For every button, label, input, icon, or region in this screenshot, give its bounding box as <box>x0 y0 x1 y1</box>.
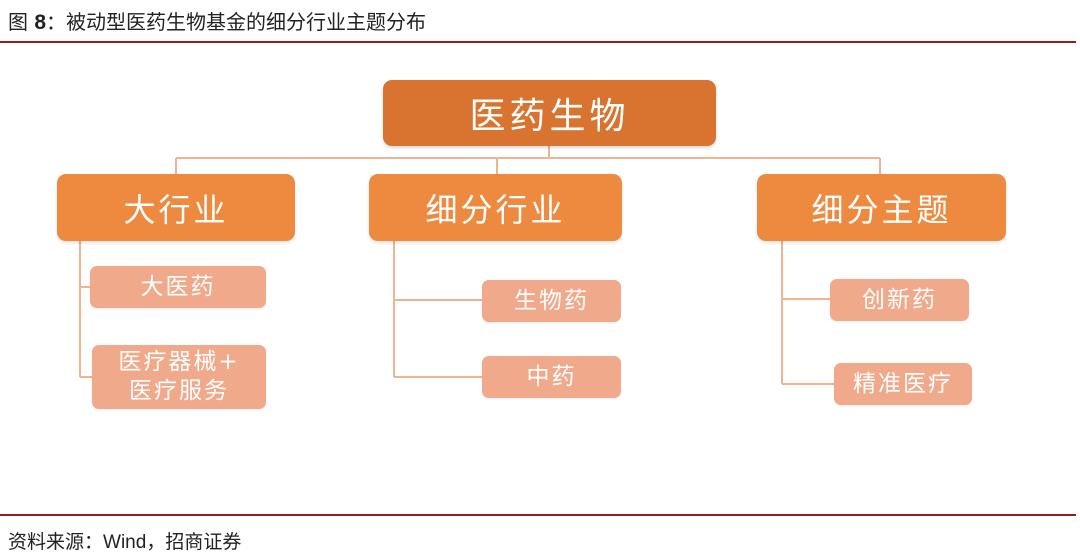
bottom-divider <box>0 514 1076 516</box>
root-node: 医药生物 <box>383 80 716 146</box>
figure-title-text: ：被动型医药生物基金的细分行业主题分布 <box>46 10 427 34</box>
leaf-node-medical-devices-services: 医疗器械+ 医疗服务 <box>92 345 266 409</box>
source-note: 资料来源：Wind，招商证券 <box>8 527 241 554</box>
category-node-sub-industry: 细分行业 <box>369 174 622 241</box>
leaf-node-innovative-drugs: 创新药 <box>830 279 969 321</box>
category-node-sub-theme: 细分主题 <box>757 174 1006 241</box>
leaf-node-big-pharma: 大医药 <box>90 266 266 308</box>
figure-number: 8 <box>34 11 47 34</box>
leaf-node-precision-medicine: 精准医疗 <box>834 363 972 405</box>
leaf-node-tcm: 中药 <box>482 356 621 398</box>
source-suffix: ，招商证券 <box>146 531 242 553</box>
figure-title: 图 8：被动型医药生物基金的细分行业主题分布 <box>8 6 426 35</box>
source-wind: Wind <box>103 532 147 553</box>
top-divider <box>0 41 1076 43</box>
source-prefix: 资料来源： <box>8 531 104 553</box>
leaf-node-biopharma: 生物药 <box>482 280 621 322</box>
category-node-industry: 大行业 <box>57 174 295 241</box>
figure-title-prefix: 图 <box>8 10 35 34</box>
